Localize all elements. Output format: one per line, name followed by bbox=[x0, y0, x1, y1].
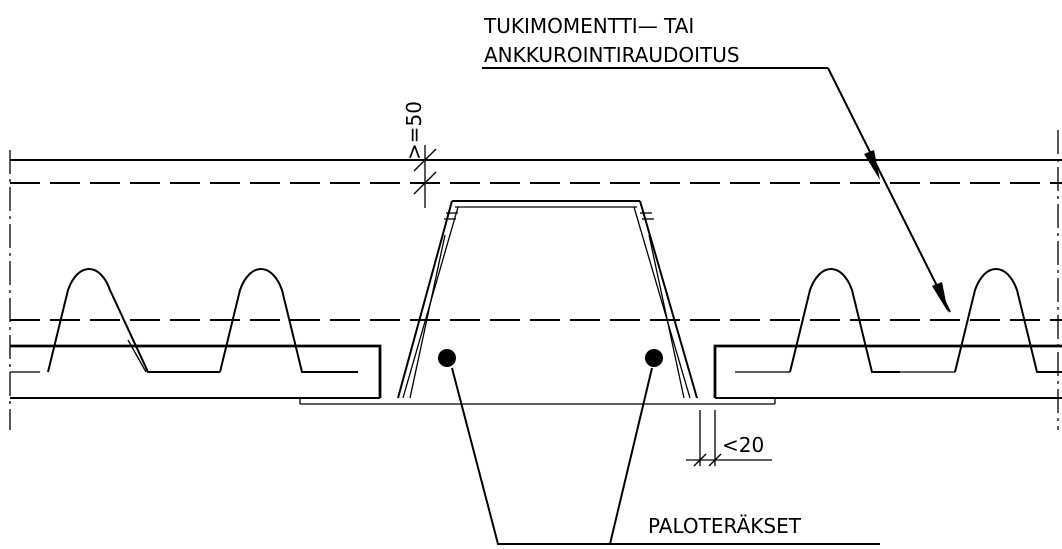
fire-bar-right bbox=[645, 349, 663, 367]
reinforcement-label-line2: ANKKUROINTIRAUDOITUS bbox=[484, 43, 740, 67]
boundary-lines bbox=[9, 130, 1059, 430]
arrow-top-reinforcement bbox=[864, 150, 880, 180]
cover-dimension-label: >=50 bbox=[402, 101, 426, 160]
gap-dimension bbox=[686, 410, 772, 467]
slab-top bbox=[10, 159, 1062, 321]
reinforcement-label-line1: TUKIMOMENTTI— TAI bbox=[483, 14, 694, 38]
fire-bars-leader bbox=[451, 367, 880, 545]
slab-unit-right bbox=[713, 268, 1062, 398]
reinforcement-leader bbox=[482, 67, 951, 313]
slab-bottom bbox=[10, 397, 1062, 405]
slab-unit-left bbox=[10, 268, 382, 398]
fire-bars-label: PALOTERÄKSET bbox=[648, 514, 802, 538]
arrow-lower-reinforcement bbox=[932, 282, 948, 312]
steel-beam bbox=[397, 200, 698, 399]
gap-dimension-label: <20 bbox=[722, 433, 764, 457]
cover-dimension bbox=[413, 145, 437, 208]
fire-bars bbox=[438, 349, 663, 367]
fire-bar-left bbox=[438, 349, 456, 367]
